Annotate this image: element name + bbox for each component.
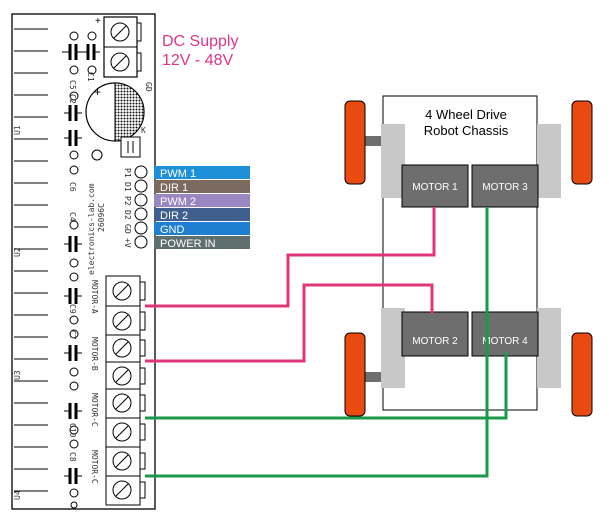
- signal-pwm2-swatch: [154, 194, 250, 207]
- cap-label-c10: C10: [68, 423, 77, 438]
- signal-power-in-label: POWER IN: [160, 238, 216, 250]
- robot-chassis: 4 Wheel Drive Robot Chassis MOTOR 1: [344, 95, 593, 417]
- electrolytic-capacitor: + GD K: [85, 82, 153, 142]
- cap-label-c8: C8: [68, 452, 77, 462]
- pin-mark-d2: D2: [123, 210, 132, 220]
- ic-label-u3: U3: [13, 370, 22, 380]
- wheel-rear-left: [344, 332, 366, 417]
- cap-label-c2: C2: [68, 94, 77, 104]
- motor-brackets: [381, 124, 561, 388]
- signal-pwm1: PWM 1: [154, 166, 250, 180]
- capacitor-leads: [62, 51, 100, 477]
- wheel-rear-right: [571, 332, 593, 417]
- signal-dir1: DIR 1: [154, 180, 250, 194]
- wire-motor-b-to-motor-2: [145, 283, 434, 363]
- cap-label-c6: C6: [68, 182, 77, 192]
- chassis-title-line2: Robot Chassis: [424, 123, 509, 138]
- motor-4-label: MOTOR 4: [482, 336, 528, 347]
- signal-pwm2-label: PWM 2: [160, 196, 196, 208]
- motor-connector-label-d: MOTOR-C: [90, 450, 99, 484]
- wheel-front-right: [571, 100, 593, 185]
- supply-label-line1: DC Supply: [162, 33, 238, 50]
- controller-board: U1 U2 U3 U4: [11, 13, 156, 510]
- motor-3: MOTOR 3: [471, 164, 539, 208]
- wheel-front-left: [344, 100, 366, 185]
- wire-motor-a-to-motor-1: [145, 207, 436, 308]
- brand-text: electronics-lab.com: [87, 183, 96, 275]
- signal-power-in-swatch: [154, 236, 250, 249]
- small-component: [120, 136, 141, 158]
- cap-label-c5: C5: [68, 80, 77, 90]
- ic-label-u2: U2: [13, 247, 22, 257]
- pin-mark-p2: P2: [123, 196, 132, 206]
- power-terminal: +: [95, 16, 142, 78]
- signal-pwm1-label: PWM 1: [160, 168, 196, 180]
- motor-3-label: MOTOR 3: [482, 182, 528, 193]
- ic-label-u1: U1: [13, 125, 22, 135]
- motor-terminal-a: [105, 275, 146, 337]
- board-code: 26096C: [97, 203, 106, 232]
- motor-1-label: MOTOR 1: [412, 182, 458, 193]
- round-pads: [69, 31, 103, 509]
- pin-mark-p1: P1: [123, 168, 132, 178]
- motor-connector-label-c: MOTOR-C: [90, 393, 99, 427]
- motor-terminals: [105, 275, 146, 506]
- ic-label-u4: U4: [13, 490, 22, 500]
- pin-mark-v: +V: [123, 238, 132, 248]
- signal-pwm1-swatch: [154, 166, 250, 179]
- signal-header-pins: [134, 165, 148, 249]
- signal-pwm2: PWM 2: [154, 194, 250, 208]
- signal-dir2: DIR 2: [154, 208, 250, 222]
- cap-label-c1: C1: [86, 72, 95, 82]
- wheels: [344, 100, 593, 417]
- k-mark: K: [141, 126, 146, 135]
- signal-dir1-label: DIR 1: [160, 182, 188, 194]
- pin-mark-d1: D1: [123, 182, 132, 192]
- motor-2-label: MOTOR 2: [412, 336, 458, 347]
- signal-gnd-swatch: [154, 222, 250, 235]
- motor-terminal-b: [105, 334, 146, 391]
- signal-gnd: GND: [154, 222, 250, 236]
- chassis-frame: [382, 95, 538, 411]
- motor-4: MOTOR 4: [471, 311, 539, 357]
- motor-1: MOTOR 1: [401, 164, 469, 208]
- wires: [145, 207, 508, 478]
- ic-pin-lines: [14, 28, 48, 492]
- chassis-title-line1: 4 Wheel Drive: [425, 107, 507, 122]
- cap-plus-mark: +: [94, 85, 101, 99]
- supply-label-line2: 12V - 48V: [162, 52, 233, 69]
- pin-mark-gd: GD: [123, 224, 132, 234]
- motor-2: MOTOR 2: [401, 311, 469, 357]
- wire-motor-d-to-motor-3: [145, 207, 489, 478]
- header-pin-marks: P1 D1 P2 D2 GD +V: [123, 168, 132, 248]
- signal-power-in: POWER IN: [154, 236, 250, 250]
- wire-motor-c-to-motor-4: [145, 352, 508, 420]
- motor-terminal-c: [105, 388, 146, 448]
- gd-mark: GD: [144, 82, 153, 92]
- motor-terminal-d: [105, 446, 146, 506]
- signal-legend: PWM 1 DIR 1 PWM 2 DIR 2 GND POWER IN: [154, 166, 250, 250]
- motor-connector-label-b: MOTOR-B: [90, 337, 99, 371]
- signal-dir2-label: DIR 2: [160, 210, 188, 222]
- signal-gnd-label: GND: [160, 224, 185, 236]
- cap-label-c9: C9: [68, 304, 77, 314]
- signal-dir1-swatch: [154, 180, 250, 193]
- signal-dir2-swatch: [154, 208, 250, 221]
- cap-label-c4: C4: [68, 212, 77, 222]
- terminal-plus-mark: +: [95, 16, 101, 27]
- cap-label-c7: C7: [68, 330, 77, 340]
- motor-connector-label-a: MOTOR-A: [90, 280, 99, 314]
